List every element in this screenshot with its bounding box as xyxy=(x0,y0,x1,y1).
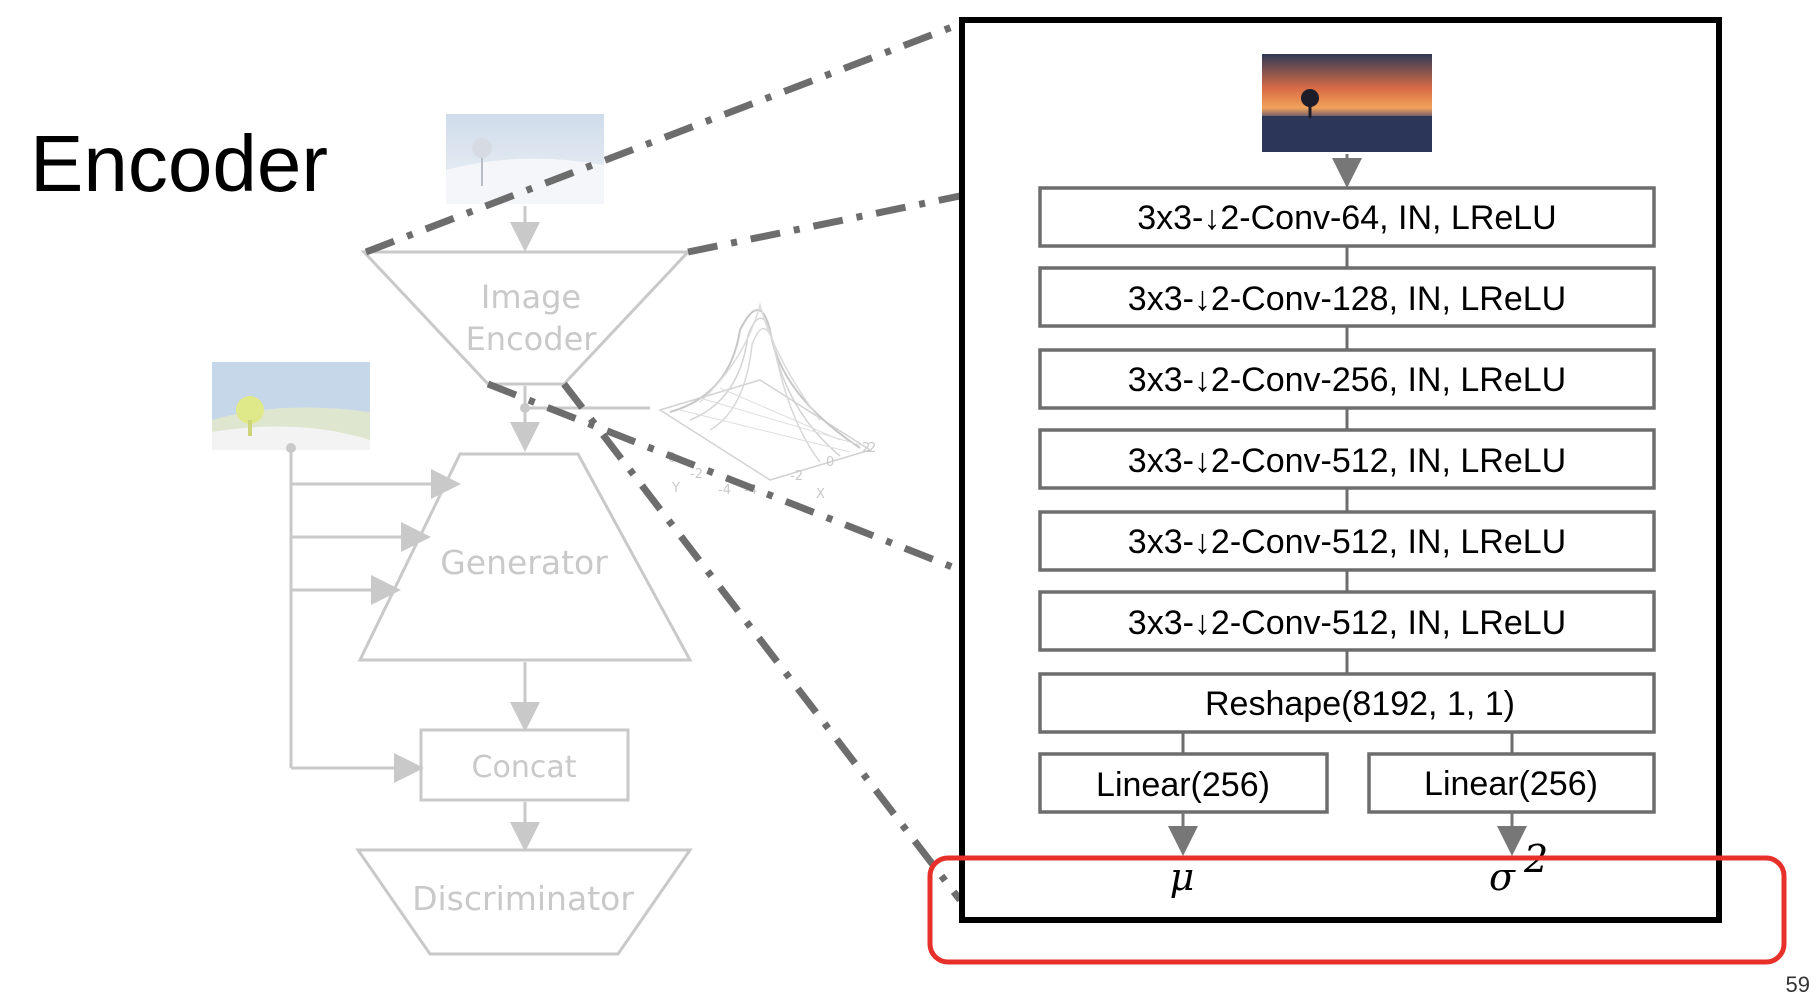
concat-label: Concat xyxy=(472,750,577,785)
zoom-connector-lines xyxy=(364,20,963,903)
reshape-label: Reshape(8192, 1, 1) xyxy=(1205,685,1515,723)
layer-box-2: 3x3-↓2-Conv-128, IN, LReLU xyxy=(1038,266,1656,328)
layer-box-6: 3x3-↓2-Conv-512, IN, LReLU xyxy=(1038,590,1656,652)
layer-box-4: 3x3-↓2-Conv-512, IN, LReLU xyxy=(1038,428,1656,490)
discriminator-block: Discriminator xyxy=(355,848,693,956)
generator-label: Generator xyxy=(440,543,608,582)
reshape-box: Reshape(8192, 1, 1) xyxy=(1038,672,1656,734)
concat-block: Concat xyxy=(419,728,630,802)
output-mu: μ xyxy=(1170,855,1195,899)
output-highlight-box xyxy=(927,855,1787,965)
linear-left-label: Linear(256) xyxy=(1096,766,1270,804)
gaussian-surface-plot: 0 -2 -4 -4 -2 0 2 2 Y X xyxy=(658,302,876,502)
gauss-x-label: X xyxy=(816,487,825,502)
slide-title: Encoder xyxy=(30,119,328,208)
layer-2-label: 3x3-↓2-Conv-128, IN, LReLU xyxy=(1128,280,1566,318)
linear-right-label: Linear(256) xyxy=(1424,765,1598,803)
layer-5-label: 3x3-↓2-Conv-512, IN, LReLU xyxy=(1128,523,1566,561)
layer-box-3: 3x3-↓2-Conv-256, IN, LReLU xyxy=(1038,348,1656,410)
gauss-right-tick: 2 xyxy=(868,441,876,456)
layer-4-label: 3x3-↓2-Conv-512, IN, LReLU xyxy=(1128,442,1566,480)
input-snow-photo xyxy=(446,114,604,204)
gauss-x-tick-2: 0 xyxy=(826,455,834,470)
layer-1-label: 3x3-↓2-Conv-64, IN, LReLU xyxy=(1137,199,1557,237)
discriminator-label: Discriminator xyxy=(412,879,634,918)
input-segmentation-map xyxy=(212,362,370,450)
image-encoder-label-line1: Image xyxy=(481,278,581,316)
generator-block: Generator xyxy=(357,452,693,662)
gauss-y-tick-1: -2 xyxy=(690,467,703,482)
encoder-detail-panel: 3x3-↓2-Conv-64, IN, LReLU 3x3-↓2-Conv-12… xyxy=(959,17,1722,923)
gauss-x-tick-1: -2 xyxy=(790,469,803,484)
output-sigma: σ xyxy=(1489,855,1516,899)
image-encoder-block: Image Encoder xyxy=(360,250,692,386)
layer-6-label: 3x3-↓2-Conv-512, IN, LReLU xyxy=(1128,604,1566,642)
page-number: 59 xyxy=(1785,972,1810,997)
linear-right-box: Linear(256) xyxy=(1367,752,1656,814)
gauss-y-label: Y xyxy=(671,481,680,496)
layer-box-1: 3x3-↓2-Conv-64, IN, LReLU xyxy=(1038,186,1656,248)
input-sunset-photo xyxy=(1262,54,1432,152)
gauss-y-tick-2: -4 xyxy=(718,483,731,498)
gauss-x-tick-3: 2 xyxy=(862,441,870,456)
linear-left-box: Linear(256) xyxy=(1038,752,1329,814)
layer-3-label: 3x3-↓2-Conv-256, IN, LReLU xyxy=(1128,361,1566,399)
layer-box-5: 3x3-↓2-Conv-512, IN, LReLU xyxy=(1038,510,1656,572)
image-encoder-label-line2: Encoder xyxy=(466,320,598,358)
left-pipeline: Image Encoder Generator Conca xyxy=(212,114,876,956)
